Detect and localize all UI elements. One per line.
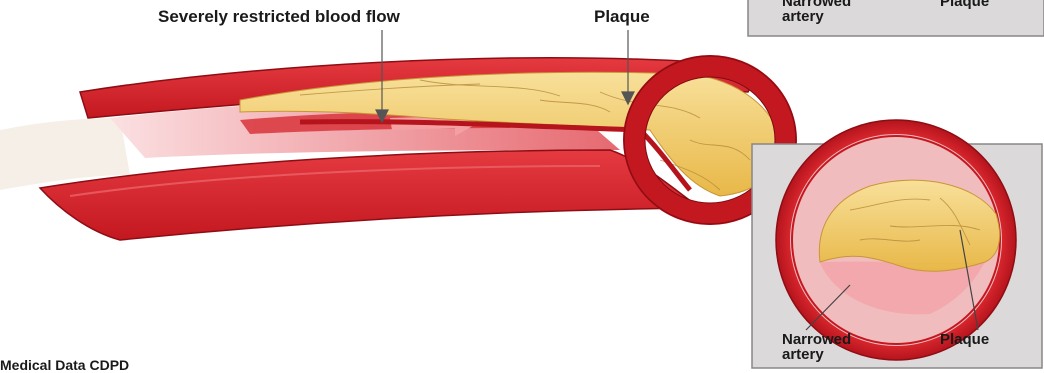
label-narrowed-artery: Narrowed artery (782, 332, 862, 362)
label-plaque-main: Plaque (594, 8, 650, 25)
artery-bottom-wall (40, 150, 700, 240)
label-top-inset-narrowed-artery: Narrowed artery (782, 0, 852, 24)
label-top-inset-plaque: Plaque (940, 0, 989, 9)
label-inset-plaque: Plaque (940, 332, 989, 347)
artery-longitudinal (40, 56, 796, 240)
label-severely-restricted-flow: Severely restricted blood flow (158, 8, 400, 25)
credit-text: Medical Data CDPD (0, 358, 129, 372)
